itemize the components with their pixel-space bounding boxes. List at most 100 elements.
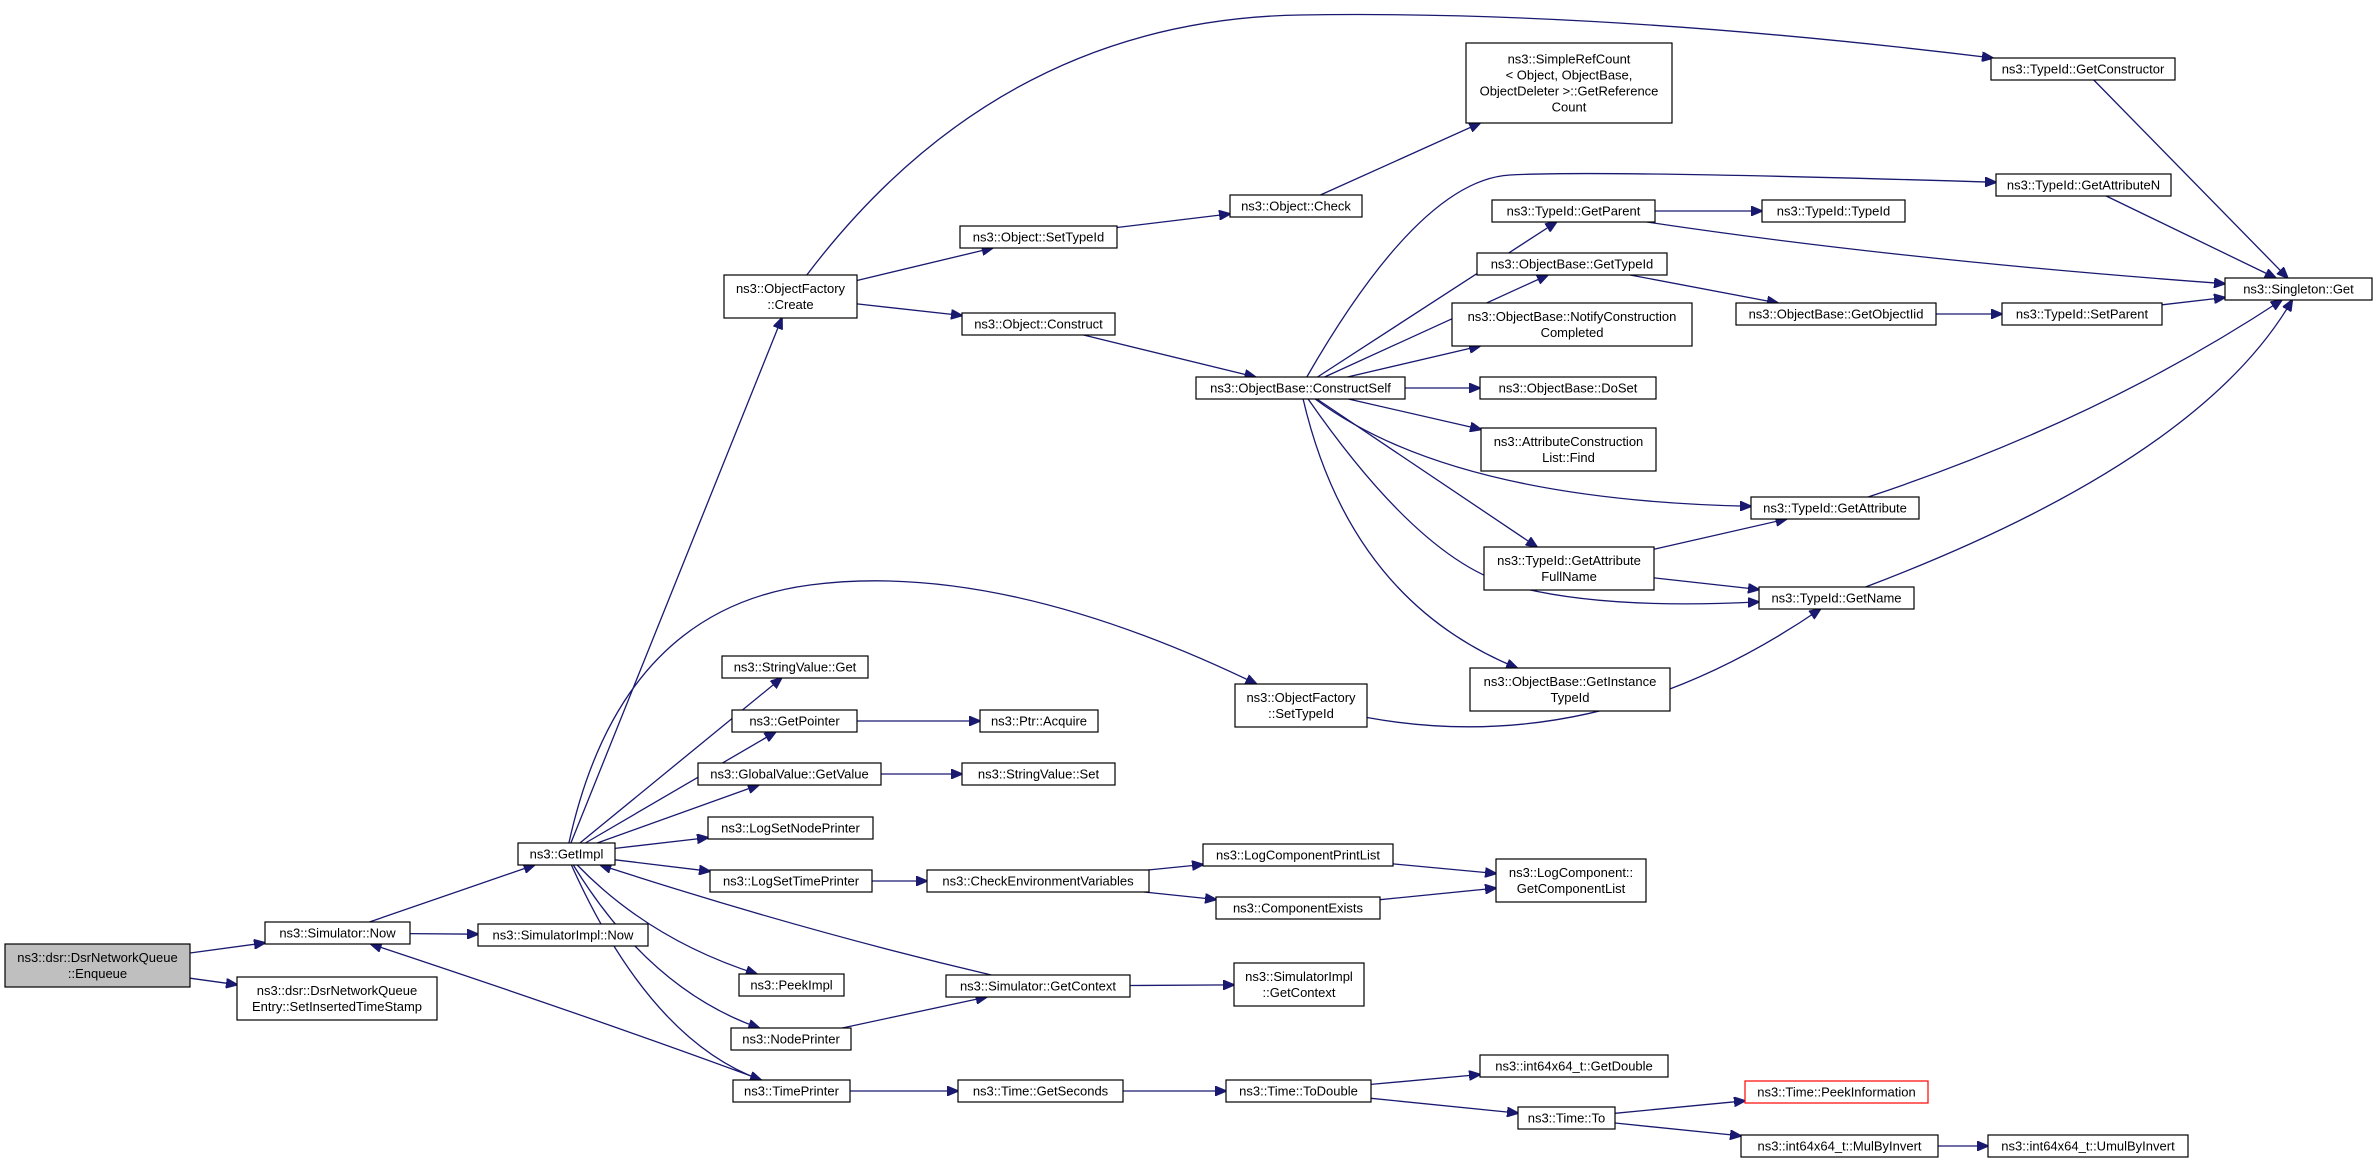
node-box[interactable]	[1744, 1080, 1929, 1104]
node-int64-umulbyinvert[interactable]: ns3::int64x64_t::UmulByInvert	[1987, 1134, 2189, 1158]
node-stringvalue-set[interactable]: ns3::StringValue::Set	[961, 762, 1116, 786]
node-typeid-getname[interactable]: ns3::TypeId::GetName	[1758, 586, 1915, 610]
node-box[interactable]	[1740, 1134, 1939, 1158]
node-box[interactable]	[1476, 252, 1668, 276]
node-peekimpl[interactable]: ns3::PeekImpl	[738, 973, 845, 997]
node-time-todouble[interactable]: ns3::Time::ToDouble	[1225, 1079, 1372, 1103]
node-logsetnodeprinter[interactable]: ns3::LogSetNodePrinter	[707, 816, 874, 840]
node-box[interactable]	[1483, 546, 1655, 591]
node-sim-getcontext[interactable]: ns3::Simulator::GetContext	[945, 974, 1131, 998]
node-ob-getobjectiid[interactable]: ns3::ObjectBase::GetObjectIid	[1735, 302, 1937, 326]
node-time-getseconds[interactable]: ns3::Time::GetSeconds	[957, 1079, 1124, 1103]
node-box[interactable]	[1215, 896, 1381, 920]
node-box[interactable]	[959, 225, 1118, 249]
node-box[interactable]	[730, 1027, 852, 1051]
node-getpointer[interactable]: ns3::GetPointer	[731, 709, 858, 733]
node-nodeprinter[interactable]: ns3::NodePrinter	[730, 1027, 852, 1051]
node-box[interactable]	[1480, 427, 1657, 472]
node-time-to[interactable]: ns3::Time::To	[1517, 1106, 1616, 1130]
node-compexists[interactable]: ns3::ComponentExists	[1215, 896, 1381, 920]
node-box[interactable]	[1451, 302, 1693, 347]
node-simimpl-now[interactable]: ns3::SimulatorImpl::Now	[477, 923, 649, 947]
node-box[interactable]	[1987, 1134, 2189, 1158]
node-box[interactable]	[926, 869, 1150, 893]
node-ptr-acquire[interactable]: ns3::Ptr::Acquire	[979, 709, 1099, 733]
node-box[interactable]	[1491, 199, 1656, 223]
node-box[interactable]	[1479, 376, 1657, 400]
node-logsettimeprinter[interactable]: ns3::LogSetTimePrinter	[709, 869, 873, 893]
node-box[interactable]	[709, 869, 873, 893]
node-box[interactable]	[945, 974, 1131, 998]
node-box[interactable]	[2001, 302, 2163, 326]
node-ob-notify[interactable]: ns3::ObjectBase::NotifyConstructionCompl…	[1451, 302, 1693, 347]
node-int64-getdouble[interactable]: ns3::int64x64_t::GetDouble	[1479, 1054, 1669, 1078]
node-ob-gettypeid[interactable]: ns3::ObjectBase::GetTypeId	[1476, 252, 1668, 276]
node-box[interactable]	[4, 943, 191, 988]
node-box[interactable]	[1750, 496, 1920, 520]
node-obj-settypeid[interactable]: ns3::Object::SetTypeId	[959, 225, 1118, 249]
node-box[interactable]	[1995, 173, 2172, 197]
node-box[interactable]	[1225, 1079, 1372, 1103]
node-box[interactable]	[1990, 57, 2176, 81]
node-timeprinter[interactable]: ns3::TimePrinter	[732, 1079, 851, 1103]
node-int64-mulbyinvert[interactable]: ns3::int64x64_t::MulByInvert	[1740, 1134, 1939, 1158]
node-set-inserted[interactable]: ns3::dsr::DsrNetworkQueueEntry::SetInser…	[236, 976, 438, 1021]
node-stringvalue-get[interactable]: ns3::StringValue::Get	[721, 655, 869, 679]
node-box[interactable]	[1495, 858, 1647, 903]
node-box[interactable]	[1195, 376, 1406, 400]
node-simplerefcount[interactable]: ns3::SimpleRefCount< Object, ObjectBase,…	[1465, 42, 1673, 124]
node-enqueue[interactable]: ns3::dsr::DsrNetworkQueue::Enqueue	[4, 943, 191, 988]
node-logcompprintlist[interactable]: ns3::LogComponentPrintList	[1202, 843, 1394, 867]
node-logcomp-getlist[interactable]: ns3::LogComponent::GetComponentList	[1495, 858, 1647, 903]
node-box[interactable]	[1233, 962, 1365, 1007]
node-box[interactable]	[1465, 42, 1673, 124]
node-sim-now[interactable]: ns3::Simulator::Now	[264, 921, 411, 945]
node-typeid-getattributen[interactable]: ns3::TypeId::GetAttributeN	[1995, 173, 2172, 197]
node-box[interactable]	[1229, 194, 1363, 218]
node-typeid-getattribute[interactable]: ns3::TypeId::GetAttribute	[1750, 496, 1920, 520]
node-box[interactable]	[721, 655, 869, 679]
node-simimpl-getcontext[interactable]: ns3::SimulatorImpl::GetContext	[1233, 962, 1365, 1007]
node-of-settypeid[interactable]: ns3::ObjectFactory::SetTypeId	[1234, 683, 1368, 728]
node-box[interactable]	[2224, 277, 2373, 301]
node-obj-construct[interactable]: ns3::Object::Construct	[961, 312, 1116, 336]
node-box[interactable]	[697, 762, 882, 786]
node-box[interactable]	[731, 709, 858, 733]
node-box[interactable]	[1202, 843, 1394, 867]
node-typeid-setparent[interactable]: ns3::TypeId::SetParent	[2001, 302, 2163, 326]
node-box[interactable]	[1758, 586, 1915, 610]
node-box[interactable]	[1761, 199, 1906, 223]
node-time-peekinfo[interactable]: ns3::Time::PeekInformation	[1744, 1080, 1929, 1104]
node-singleton-get[interactable]: ns3::Singleton::Get	[2224, 277, 2373, 301]
node-box[interactable]	[738, 973, 845, 997]
node-getimpl[interactable]: ns3::GetImpl	[517, 842, 616, 866]
node-box[interactable]	[1735, 302, 1937, 326]
node-typeid-typeid[interactable]: ns3::TypeId::TypeId	[1761, 199, 1906, 223]
node-ob-constructself[interactable]: ns3::ObjectBase::ConstructSelf	[1195, 376, 1406, 400]
node-obj-check[interactable]: ns3::Object::Check	[1229, 194, 1363, 218]
node-typeid-getconstructor[interactable]: ns3::TypeId::GetConstructor	[1990, 57, 2176, 81]
node-of-create[interactable]: ns3::ObjectFactory::Create	[723, 274, 858, 319]
node-box[interactable]	[723, 274, 858, 319]
node-box[interactable]	[1234, 683, 1368, 728]
node-box[interactable]	[961, 312, 1116, 336]
node-box[interactable]	[979, 709, 1099, 733]
node-box[interactable]	[707, 816, 874, 840]
node-box[interactable]	[1469, 667, 1671, 712]
node-checkenv[interactable]: ns3::CheckEnvironmentVariables	[926, 869, 1150, 893]
node-typeid-getparent[interactable]: ns3::TypeId::GetParent	[1491, 199, 1656, 223]
node-globalvalue-getvalue[interactable]: ns3::GlobalValue::GetValue	[697, 762, 882, 786]
node-box[interactable]	[264, 921, 411, 945]
node-box[interactable]	[961, 762, 1116, 786]
node-box[interactable]	[236, 976, 438, 1021]
node-box[interactable]	[1517, 1106, 1616, 1130]
node-box[interactable]	[1479, 1054, 1669, 1078]
node-box[interactable]	[957, 1079, 1124, 1103]
node-box[interactable]	[517, 842, 616, 866]
node-box[interactable]	[477, 923, 649, 947]
node-box[interactable]	[732, 1079, 851, 1103]
node-ob-doset[interactable]: ns3::ObjectBase::DoSet	[1479, 376, 1657, 400]
